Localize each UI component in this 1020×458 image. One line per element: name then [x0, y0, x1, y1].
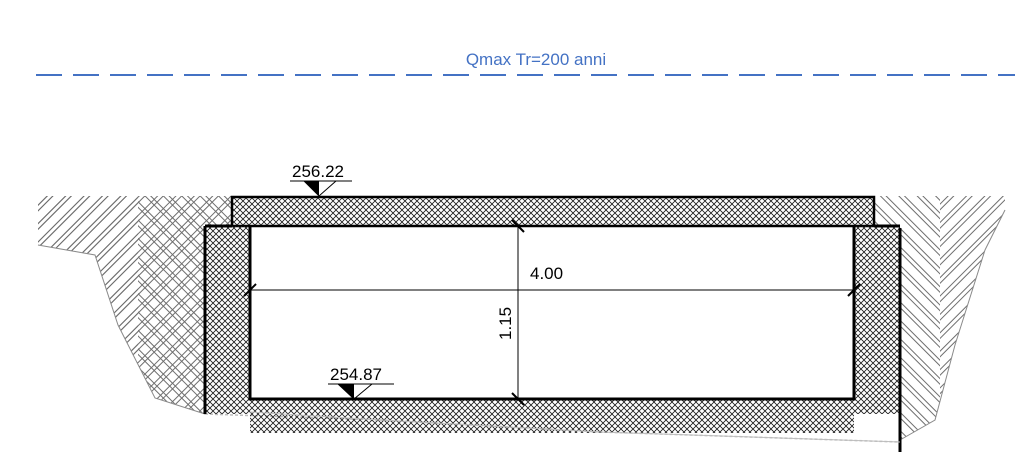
- right-wall: [854, 226, 900, 414]
- water-level-label: Qmax Tr=200 anni: [466, 50, 606, 69]
- bottom-elevation-label: 254.87: [330, 365, 382, 384]
- height-dimension: 1.15: [496, 219, 525, 406]
- culvert-box: [203, 195, 902, 452]
- bottom-slab: [250, 399, 854, 433]
- height-label: 1.15: [496, 307, 515, 340]
- top-elevation-marker: 256.22: [290, 162, 352, 197]
- left-wall: [205, 226, 250, 414]
- top-elevation-label: 256.22: [292, 162, 344, 181]
- width-label: 4.00: [530, 264, 563, 283]
- width-dimension: 4.00: [243, 264, 861, 297]
- top-slab: [230, 195, 876, 228]
- bottom-elevation-marker: 254.87: [328, 365, 394, 400]
